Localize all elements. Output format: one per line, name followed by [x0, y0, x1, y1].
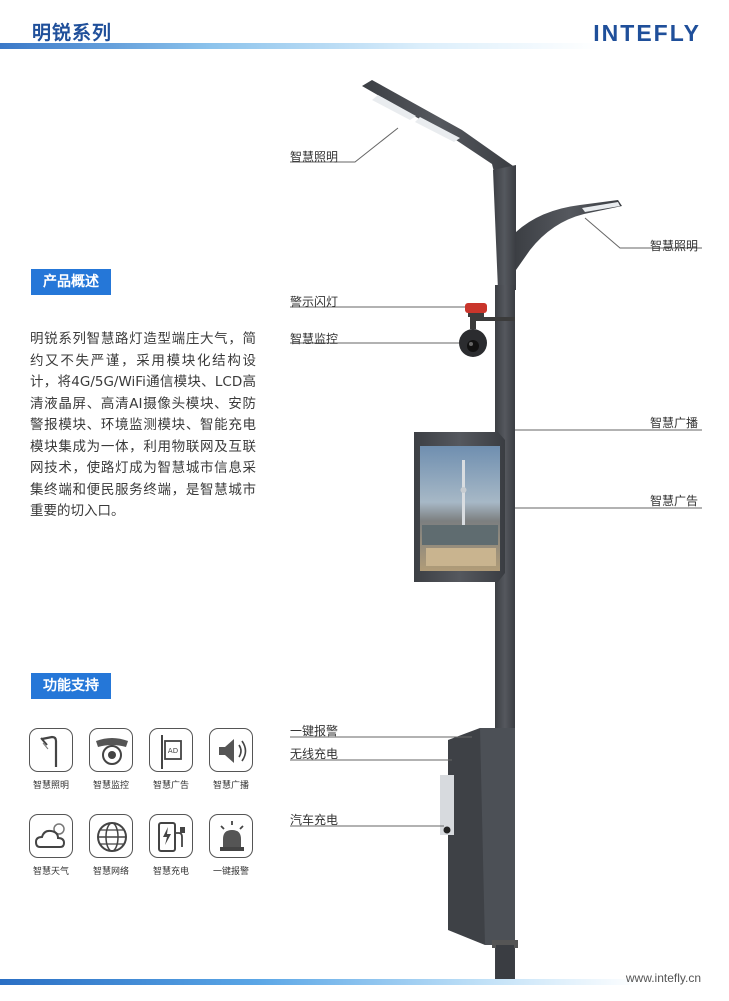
feature-label: 智慧充电 [152, 867, 189, 877]
svg-text:AD: AD [168, 747, 178, 755]
feature-weather: 智慧天气 [24, 814, 78, 877]
callout-broadcast: 智慧广播 [650, 416, 699, 430]
network-icon [89, 814, 133, 858]
cabinet-panel [440, 775, 454, 835]
warning-light [465, 303, 487, 313]
page-header: 明锐系列 INTEFLY [0, 0, 729, 60]
callout-line-lighting-left [290, 127, 399, 163]
speaker-icon [209, 728, 253, 772]
header-accent-bar [0, 43, 600, 49]
callout-wireless-charging: 无线充电 [290, 747, 339, 761]
feature-broadcast: 智慧广播 [204, 728, 258, 791]
feature-label: 智慧网络 [92, 867, 129, 877]
upper-lamp-led [372, 95, 416, 120]
callout-line-lighting-right [584, 217, 702, 249]
camera-icon [89, 728, 133, 772]
callout-car-charging: 汽车充电 [290, 813, 339, 827]
street-light-icon [29, 728, 73, 772]
features-badge: 功能支持 [31, 673, 111, 699]
series-title: 明锐系列 [32, 22, 113, 44]
feature-network: 智慧网络 [84, 814, 138, 877]
callout-monitoring: 智慧监控 [290, 332, 339, 346]
feature-lighting: 智慧照明 [24, 728, 78, 791]
overview-badge: 产品概述 [31, 269, 111, 295]
footer-accent-bar [0, 979, 640, 985]
callout-warning-light: 警示闪灯 [290, 295, 339, 309]
brand-logo: INTEFLY [593, 20, 701, 46]
overview-text: 明锐系列智慧路灯造型端庄大气，简约又不失严谨，采用模块化结构设计，将4G/5G/… [30, 331, 256, 519]
callout-lighting-right: 智慧照明 [650, 239, 699, 253]
weather-icon [29, 814, 73, 858]
feature-alarm: 一键报警 [204, 814, 258, 877]
feature-label: 智慧广播 [212, 781, 249, 791]
feature-charging: 智慧充电 [144, 814, 198, 877]
feature-label: 智慧天气 [32, 867, 69, 877]
callout-lighting-left: 智慧照明 [290, 150, 339, 164]
right-lamp-arm [516, 200, 622, 270]
feature-label: 智慧广告 [152, 781, 189, 791]
feature-advertising: AD 智慧广告 [144, 728, 198, 791]
feature-label: 智慧监控 [92, 781, 129, 791]
feature-icon-grid: 智慧照明 智慧监控 AD 智慧广告 智慧广播 智慧天气 智慧网络 智慧充 [24, 728, 264, 888]
feature-label: 一键报警 [212, 867, 249, 877]
ad-screen-icon: AD [149, 728, 193, 772]
callout-sos: 一键报警 [290, 724, 339, 738]
feature-monitoring: 智慧监控 [84, 728, 138, 791]
feature-label: 智慧照明 [32, 781, 69, 791]
charging-icon [149, 814, 193, 858]
alarm-icon [209, 814, 253, 858]
footer-url: www.intefly.cn [625, 971, 701, 985]
upper-pole [493, 165, 516, 290]
callout-advertising: 智慧广告 [650, 494, 699, 508]
